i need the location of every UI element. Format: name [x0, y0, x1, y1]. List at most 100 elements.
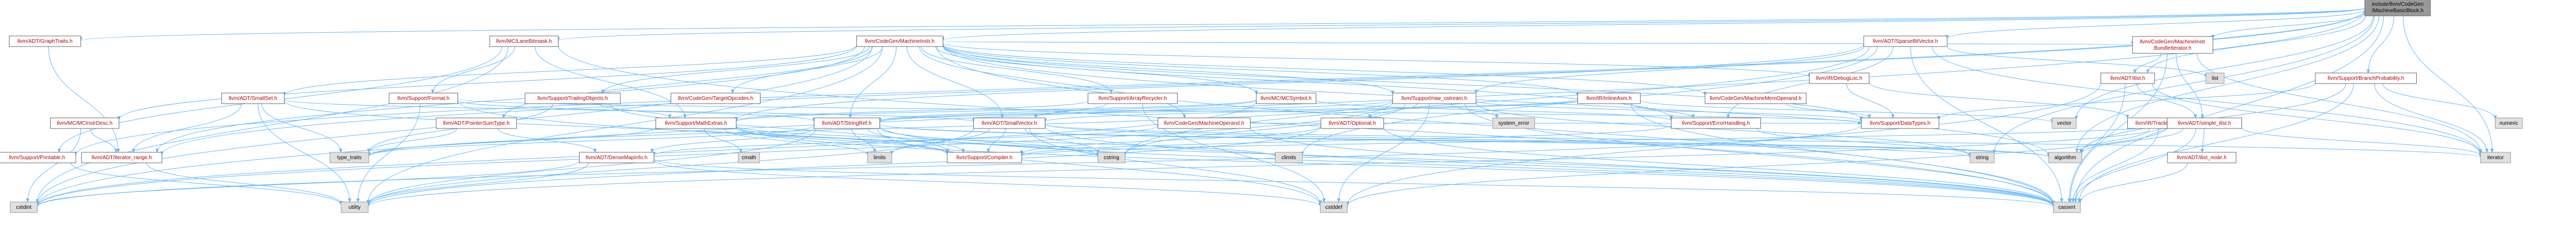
node-mcsymbol[interactable]: llvm/MC/MCSymbol.h [1256, 93, 1316, 104]
node-bundleiter[interactable]: llvm/CodeGen/MachineInstrBundleIterator.… [2132, 36, 2213, 54]
node-label-bundleiter: BundleIterator.h [2154, 45, 2192, 51]
node-mcinstrdesc[interactable]: llvm/MC/MCInstrDesc.h [50, 117, 120, 129]
edge-ilist-to-simpleilist [2136, 83, 2195, 118]
node-smallvector[interactable]: llvm/ADT/SmallVector.h [973, 117, 1046, 129]
edge-rawostream-to-cstddef [1339, 103, 1430, 202]
edge-debugloc-to-datatypes [1846, 83, 1893, 118]
node-label-simpleilist: llvm/ADT/simple_ilist.h [2178, 121, 2231, 126]
node-box-algorithm [2048, 152, 2082, 163]
edge-mi-to-trailingobj [603, 46, 870, 93]
node-label-cstddef: cstddef [1325, 205, 1342, 210]
edge-simpleilist-to-utility [368, 125, 2168, 207]
node-debugloc[interactable]: llvm/IR/DebugLoc.h [1809, 72, 1869, 84]
node-label-bundleiter: llvm/CodeGen/MachineInstr [2140, 39, 2206, 45]
node-lanebitmask[interactable]: llvm/MC/LaneBitmask.h [489, 35, 559, 47]
edge-smallvector-to-cstddef [1029, 128, 1321, 204]
node-memoperand[interactable]: llvm/CodeGen/MachineMemOperand.h [1704, 93, 1807, 104]
node-simpleilist[interactable]: llvm/ADT/simple_ilist.h [2167, 117, 2242, 129]
node-datatypes[interactable]: llvm/Support/DataTypes.h [1861, 117, 1939, 129]
node-iteratorrange[interactable]: llvm/ADT/iterator_range.h [81, 152, 162, 163]
node-box-typetraits [329, 152, 369, 163]
node-mi[interactable]: llvm/CodeGen/MachineInstr.h [856, 35, 944, 47]
node-label-cstdint: cstdint [16, 205, 32, 210]
edge-mi-to-iteratorrange [157, 46, 865, 152]
edge-mi-to-bundleiter [943, 41, 2133, 45]
edge-densemapinfo-to-cstdint [38, 160, 580, 206]
edge-root-to-algorithm [2077, 15, 2380, 152]
edge-bundleiter-to-ilist [2135, 53, 2162, 73]
node-box-rawostream [1392, 93, 1477, 104]
node-label-debugloc: llvm/IR/DebugLoc.h [1816, 76, 1862, 81]
node-box-string [1969, 152, 1995, 163]
node-algorithm: algorithm [2048, 152, 2082, 163]
node-machineoperand[interactable]: llvm/CodeGen/MachineOperand.h [1158, 117, 1251, 129]
edge-mcsymbol-to-errorhandling [1315, 99, 1671, 121]
edge-errorhandling-to-compiler [1022, 125, 1672, 156]
node-label-branchprob: llvm/Support/BranchProbability.h [2328, 76, 2404, 81]
edge-smallvector-to-cstring [1025, 128, 1098, 153]
node-inlineasm[interactable]: llvm/IR/InlineAsm.h [1577, 93, 1641, 104]
node-arrayrecycler[interactable]: llvm/Support/ArrayRecycler.h [1088, 93, 1178, 104]
node-format[interactable]: llvm/Support/Format.h [388, 93, 458, 104]
node-smallset[interactable]: llvm/ADT/SmallSet.h [221, 93, 285, 104]
node-label-compiler: llvm/Support/Compiler.h [956, 155, 1013, 161]
edge-mi-to-debugloc [943, 42, 1810, 77]
node-label-iteratorrange: llvm/ADT/iterator_range.h [92, 155, 152, 161]
edge-ilist-to-cassert [2069, 83, 2126, 202]
edge-smallvector-to-utility [368, 127, 974, 206]
edge-branchprob-to-datatypes [1939, 83, 2316, 119]
node-printable[interactable]: llvm/Support/Printable.h [0, 152, 76, 163]
node-box-list [2206, 72, 2225, 84]
node-label-machineoperand: llvm/CodeGen/MachineOperand.h [1164, 121, 1244, 126]
node-stringref[interactable]: llvm/ADT/StringRef.h [814, 117, 880, 129]
node-branchprob[interactable]: llvm/Support/BranchProbability.h [2315, 72, 2417, 84]
node-box-lanebitmask [489, 35, 559, 47]
edge-lanebitmask-to-mathextras [535, 46, 685, 118]
node-rawostream[interactable]: llvm/Support/raw_ostream.h [1392, 93, 1477, 104]
node-label-root: include/llvm/CodeGen [2372, 2, 2424, 7]
edge-root-to-vector [2076, 15, 2374, 119]
edge-mi-to-inlineasm [943, 44, 1578, 96]
node-ilist[interactable]: llvm/ADT/ilist.h [2100, 72, 2155, 84]
node-sparsebv[interactable]: llvm/ADT/SparseBitVector.h [1863, 35, 1948, 47]
edge-smallset-to-utility [257, 103, 349, 202]
node-cassert: cassert [2053, 201, 2081, 213]
edge-root-to-string [1994, 15, 2375, 153]
node-box-trailingobj [525, 93, 621, 104]
node-compiler[interactable]: llvm/Support/Compiler.h [947, 152, 1022, 163]
edge-mi-to-smallvector [906, 46, 1002, 118]
edge-optional-to-cassert [1383, 126, 2053, 206]
node-optional[interactable]: llvm/ADT/Optional.h [1321, 117, 1384, 129]
node-graphtraits[interactable]: llvm/ADT/GraphTraits.h [8, 35, 82, 47]
node-box-densemapinfo [579, 152, 654, 163]
node-box-sparsebv [1863, 35, 1948, 47]
node-box-smallvector [973, 117, 1046, 129]
node-box-ilistnode [2167, 152, 2237, 163]
edge-simpleilist-to-cstddef [1348, 126, 2168, 206]
node-label-sparsebv: llvm/ADT/SparseBitVector.h [1873, 39, 1938, 44]
node-label-memoperand: llvm/CodeGen/MachineMemOperand.h [1710, 96, 1801, 102]
edge-smallvector-to-compiler [988, 128, 1006, 152]
edge-arrayrecycler-to-cstddef [1142, 103, 1324, 202]
node-box-arrayrecycler [1088, 93, 1178, 104]
node-systemerror: system_error [1492, 117, 1535, 129]
node-errorhandling[interactable]: llvm/Support/ErrorHandling.h [1671, 117, 1761, 129]
edge-stringref-to-cstring [879, 127, 1098, 156]
node-mathextras[interactable]: llvm/Support/MathExtras.h [655, 117, 737, 129]
node-label-graphtraits: llvm/ADT/GraphTraits.h [17, 39, 73, 44]
edge-sparsebv-to-cstring [1125, 46, 1870, 155]
node-label-densemapinfo: llvm/ADT/DenseMapInfo.h [586, 155, 648, 161]
node-cstring: cstring [1097, 152, 1126, 163]
edge-sparsebv-to-rawostream [1476, 46, 1864, 94]
edge-sparsebv-to-cassert [1910, 46, 2062, 202]
node-ilistnode[interactable]: llvm/ADT/ilist_node.h [2167, 152, 2237, 163]
node-pointersumtype[interactable]: llvm/ADT/PointerSumType.h [436, 117, 517, 129]
node-targetopcodes[interactable]: llvm/CodeGen/TargetOpcodes.h [671, 93, 761, 104]
edge-mathextras-to-typetraits [369, 127, 656, 156]
node-densemapinfo[interactable]: llvm/ADT/DenseMapInfo.h [579, 152, 654, 163]
edge-rawostream-to-optional [1370, 103, 1417, 118]
edge-root-to-printable [76, 9, 2365, 155]
node-trailingobj[interactable]: llvm/Support/TrailingObjects.h [525, 93, 621, 104]
node-box-cmath [738, 152, 760, 163]
